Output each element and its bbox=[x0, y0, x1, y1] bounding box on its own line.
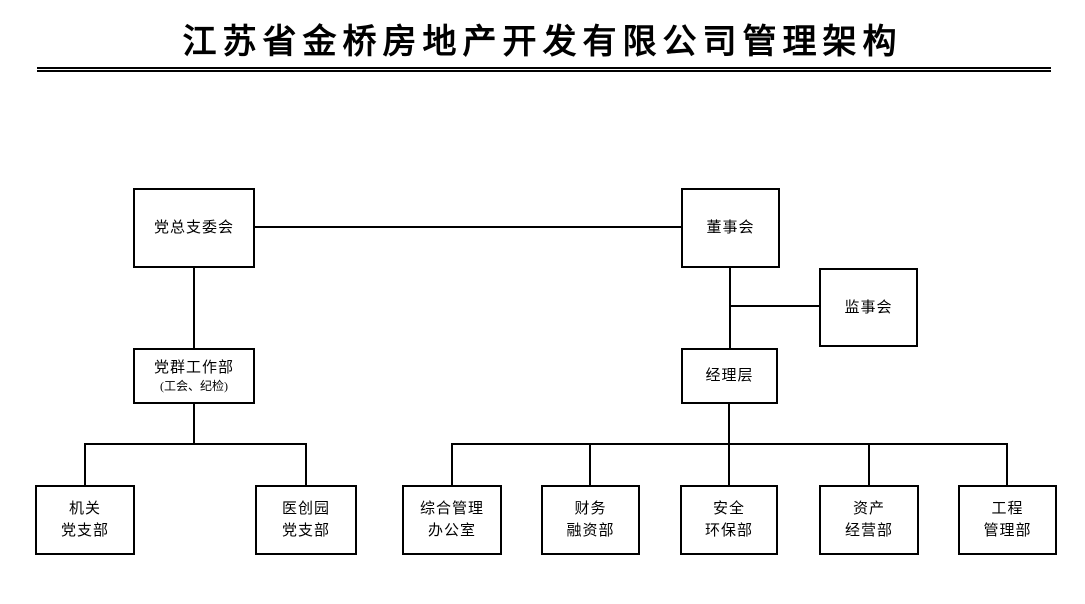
node-label-line1: 医创园 bbox=[281, 501, 330, 517]
connector-drop-engineering-dept bbox=[1006, 443, 1008, 485]
node-label-line2: 党支部 bbox=[281, 523, 330, 539]
node-label: 监事会 bbox=[844, 299, 893, 316]
connector-party-committee-board bbox=[255, 226, 681, 228]
connector-party-committee-down bbox=[193, 268, 195, 348]
connector-supervisory-board bbox=[730, 305, 819, 307]
node-management-level: 经理层 bbox=[681, 348, 778, 404]
node-label-line2: 办公室 bbox=[427, 523, 476, 539]
title-double-rule bbox=[37, 67, 1051, 72]
page-title: 江苏省金桥房地产开发有限公司管理架构 bbox=[182, 24, 903, 61]
node-label: 党群工作部 bbox=[153, 360, 234, 376]
node-label: 经理层 bbox=[705, 368, 754, 384]
node-asset-operation-dept: 资产 经营部 bbox=[819, 485, 919, 555]
node-label-line1: 机关 bbox=[68, 501, 101, 517]
connector-drop-finance-dept bbox=[589, 443, 591, 485]
node-finance-financing-dept: 财务 融资部 bbox=[541, 485, 640, 555]
connector-right-rake bbox=[451, 443, 1008, 445]
node-party-committee: 党总支委会 bbox=[133, 188, 255, 268]
node-label-line2: 环保部 bbox=[704, 523, 753, 539]
node-yichuangyuan-party-branch: 医创园 党支部 bbox=[255, 485, 357, 555]
node-engineering-management-dept: 工程 管理部 bbox=[958, 485, 1057, 555]
node-label-line1: 工程 bbox=[991, 501, 1024, 517]
connector-drop-asset-dept bbox=[868, 443, 870, 485]
node-label-line1: 综合管理 bbox=[419, 501, 484, 517]
node-label: 董事会 bbox=[706, 220, 755, 236]
node-label-line1: 财务 bbox=[574, 501, 607, 517]
node-label-line1: 安全 bbox=[712, 501, 745, 517]
connector-drop-agency-branch bbox=[84, 443, 86, 485]
node-sublabel: (工会、纪检) bbox=[160, 379, 228, 393]
connector-drop-yichuangyuan-branch bbox=[305, 443, 307, 485]
node-supervisory-board: 监事会 bbox=[819, 268, 918, 347]
node-party-mass-work-dept: 党群工作部 (工会、纪检) bbox=[133, 348, 255, 404]
node-safety-environment-dept: 安全 环保部 bbox=[680, 485, 778, 555]
node-label-line2: 经营部 bbox=[844, 523, 893, 539]
connector-party-work-down bbox=[193, 404, 195, 445]
node-board-of-directors: 董事会 bbox=[681, 188, 780, 268]
node-agency-party-branch: 机关 党支部 bbox=[35, 485, 135, 555]
node-label-line2: 党支部 bbox=[60, 523, 109, 539]
node-label-line2: 融资部 bbox=[566, 523, 615, 539]
connector-drop-general-office bbox=[451, 443, 453, 485]
node-label-line2: 管理部 bbox=[983, 523, 1032, 539]
node-label: 党总支委会 bbox=[153, 220, 234, 236]
node-general-management-office: 综合管理 办公室 bbox=[402, 485, 502, 555]
node-label-line1: 资产 bbox=[852, 501, 885, 517]
connector-board-management bbox=[729, 268, 731, 348]
connector-left-rake bbox=[84, 443, 307, 445]
